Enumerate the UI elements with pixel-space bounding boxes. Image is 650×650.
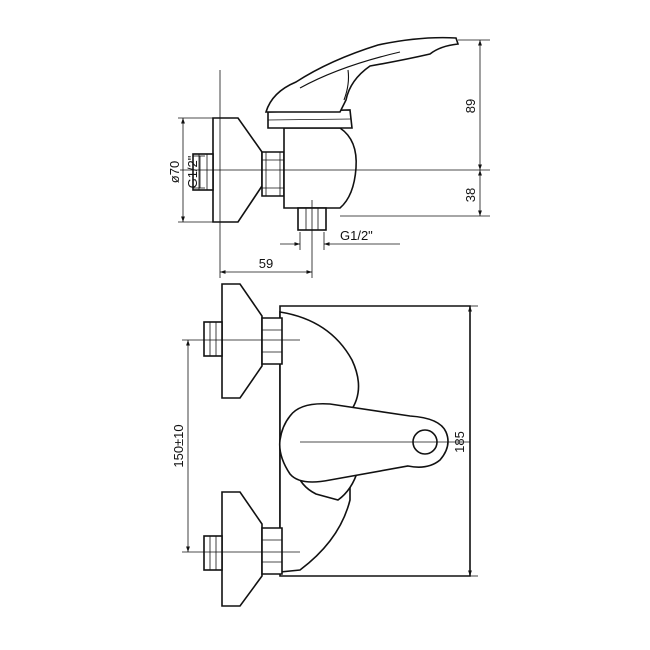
- dim-label-38: 38: [463, 188, 478, 202]
- lever-top: [278, 402, 449, 483]
- dim-label-150: 150±10: [171, 424, 186, 467]
- dim-label-outlet-thread: G1/2": [340, 228, 373, 243]
- dim-label-inlet-thread: G1/2": [185, 155, 200, 188]
- dim-label-185: 185: [452, 431, 467, 453]
- hex-nut: [261, 151, 285, 197]
- inlet-connector: [192, 153, 214, 191]
- lower-flange: [221, 491, 263, 607]
- mixer-body: [283, 127, 357, 209]
- side-view: 89 38 G1/2" ø70 G1/2" 59: [167, 36, 490, 278]
- upper-flange: [221, 283, 263, 399]
- top-view: 150±10 185: [171, 283, 478, 607]
- dim-label-89: 89: [463, 99, 478, 113]
- lever-handle: [264, 36, 460, 113]
- dim-label-flange: ø70: [167, 161, 182, 183]
- dim-label-59: 59: [259, 256, 273, 271]
